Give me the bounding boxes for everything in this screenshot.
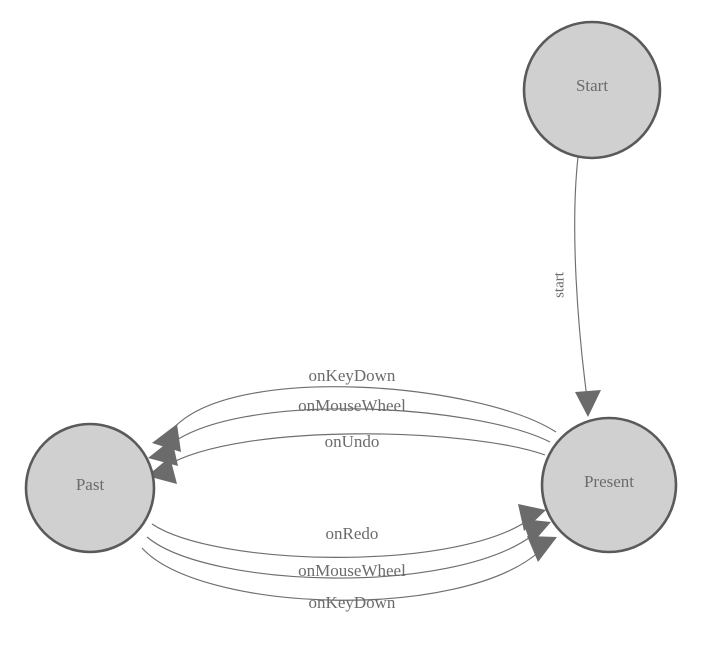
edge-past-to-present-onkeydown[interactable]: onKeyDown xyxy=(141,536,557,612)
arrowhead-present-to-past-onundo xyxy=(147,457,177,484)
node-start-label: Start xyxy=(576,76,608,95)
edge-present-to-past-onundo-path xyxy=(165,433,546,467)
edge-present-to-past-onundo[interactable]: onUndo xyxy=(147,432,546,484)
node-past[interactable]: Past xyxy=(24,422,156,554)
edge-label-present-to-past-onkeydown: onKeyDown xyxy=(309,366,396,385)
node-start[interactable]: Start xyxy=(522,20,662,160)
edge-present-to-past-onkeydown[interactable]: onKeyDown xyxy=(152,366,557,452)
edge-label-present-to-past-onundo: onUndo xyxy=(325,432,380,451)
node-past-label: Past xyxy=(76,475,105,494)
edge-present-to-past-onkeydown-path xyxy=(171,386,557,433)
edge-start-to-present-path xyxy=(574,156,588,399)
node-past-circle xyxy=(24,422,156,554)
edge-start-to-present[interactable]: start xyxy=(551,156,601,417)
node-start-circle xyxy=(522,20,662,160)
arrowhead-present-to-past-onkeydown xyxy=(152,424,181,452)
edge-present-to-past-onmousewheel-path xyxy=(166,408,551,448)
edge-past-to-present-onredo-path xyxy=(151,520,528,558)
node-present[interactable]: Present xyxy=(540,416,678,554)
edge-past-to-present-onmousewheel-path xyxy=(146,534,534,579)
edge-label-start: start xyxy=(551,271,567,298)
edge-label-past-to-present-onredo: onRedo xyxy=(326,524,379,543)
edge-label-past-to-present-onkeydown: onKeyDown xyxy=(309,593,396,612)
arrowhead-past-to-present-onkeydown xyxy=(527,536,557,562)
arrowhead-start-to-present xyxy=(575,390,601,417)
edge-past-to-present-onredo[interactable]: onRedo xyxy=(151,504,546,558)
node-present-circle xyxy=(540,416,678,554)
edge-label-present-to-past-onmousewheel: onMouseWheel xyxy=(298,396,406,415)
node-present-label: Present xyxy=(584,472,634,491)
edge-label-past-to-present-onmousewheel: onMouseWheel xyxy=(298,561,406,580)
edge-past-to-present-onkeydown-path xyxy=(141,547,541,601)
